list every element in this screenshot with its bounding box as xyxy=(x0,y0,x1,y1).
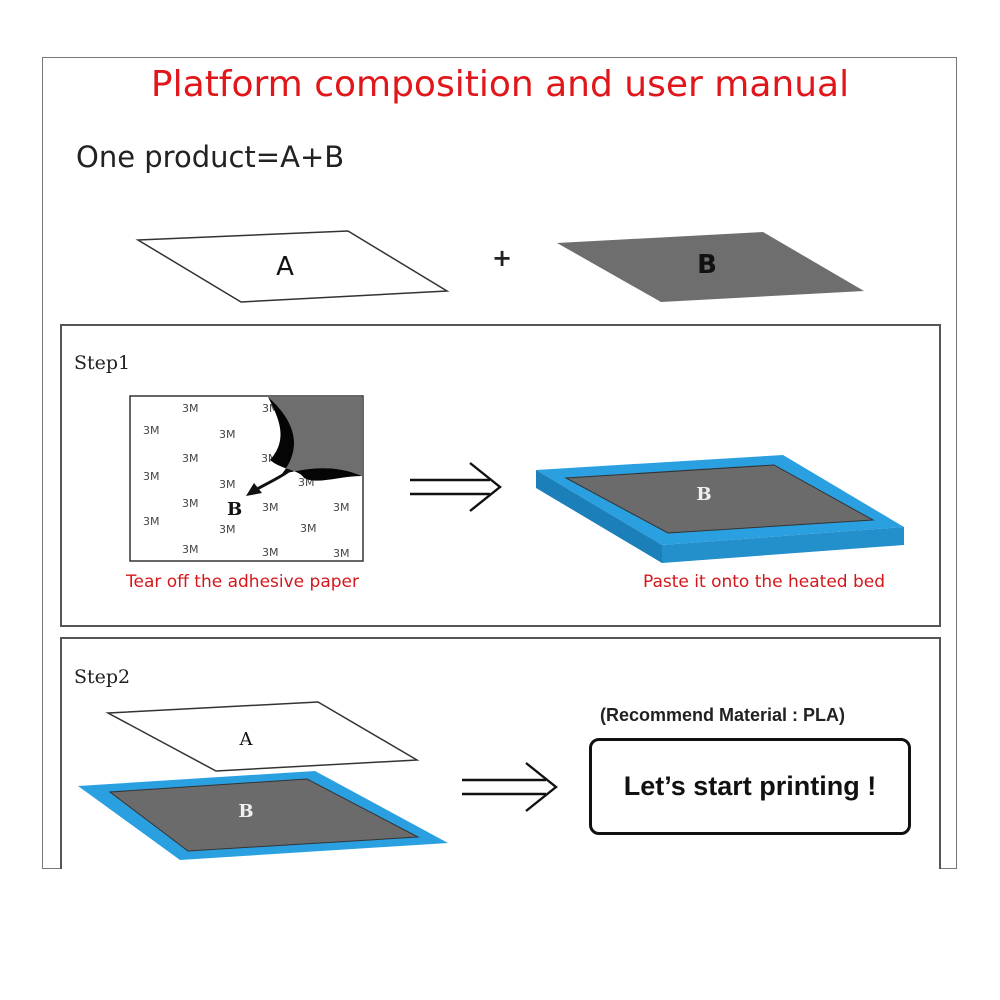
sheet-a xyxy=(135,230,450,303)
svg-text:3M: 3M xyxy=(219,523,236,536)
double-arrow-icon xyxy=(410,462,502,512)
svg-text:3M: 3M xyxy=(143,515,160,528)
sheet-b-label: B xyxy=(697,250,717,280)
peeled-backing xyxy=(268,397,362,481)
sticker-label: B xyxy=(227,499,242,520)
sheet-a-step2 xyxy=(105,701,420,772)
svg-text:3M: 3M xyxy=(262,501,279,514)
step2-label: Step2 xyxy=(74,666,131,688)
sheet-a-step2-label: A xyxy=(239,729,254,750)
svg-text:3M: 3M xyxy=(219,478,236,491)
start-printing-box: Let’s start printing ! xyxy=(589,738,911,835)
double-arrow-icon xyxy=(462,762,558,812)
svg-text:3M: 3M xyxy=(143,470,160,483)
svg-text:3M: 3M xyxy=(182,543,199,556)
svg-text:3M: 3M xyxy=(333,501,350,514)
svg-text:3M: 3M xyxy=(333,547,350,560)
plus-sign: + xyxy=(492,244,512,272)
svg-text:3M: 3M xyxy=(182,497,199,510)
svg-text:3M: 3M xyxy=(262,546,279,559)
svg-text:3M: 3M xyxy=(182,452,199,465)
start-printing-text: Let’s start printing ! xyxy=(623,771,877,801)
brand-watermark-pattern: 3M 3M 3M 3M 3M 3M 3M 3M 3M 3M 3M 3M 3M 3… xyxy=(143,402,350,560)
heated-bed: B xyxy=(536,455,904,563)
recommend-material: (Recommend Material : PLA) xyxy=(600,705,846,725)
product-formula: One product=A+B xyxy=(76,140,345,174)
page-title: Platform composition and user manual xyxy=(150,64,850,105)
tear-off-caption: Tear off the adhesive paper xyxy=(126,572,359,592)
step1-label: Step1 xyxy=(74,352,131,374)
peeled-corner xyxy=(268,397,362,476)
heated-bed-step2: B xyxy=(78,771,448,860)
svg-text:3M: 3M xyxy=(219,428,236,441)
svg-text:3M: 3M xyxy=(143,424,160,437)
sheet-a-label: A xyxy=(276,252,294,282)
paste-caption: Paste it onto the heated bed xyxy=(643,572,886,592)
curved-arrow-head xyxy=(246,483,262,496)
sheet-b xyxy=(557,232,864,302)
svg-text:3M: 3M xyxy=(182,402,199,415)
svg-text:B: B xyxy=(696,484,711,505)
svg-text:B: B xyxy=(238,801,253,822)
svg-text:3M: 3M xyxy=(300,522,317,535)
